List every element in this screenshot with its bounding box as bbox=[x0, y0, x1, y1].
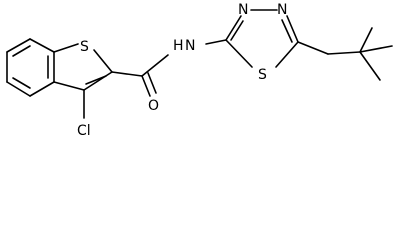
atom-label-s-thiadiazole: S bbox=[258, 67, 267, 83]
atom-label-h-amide: H bbox=[173, 38, 184, 54]
bond bbox=[53, 43, 79, 53]
thiophene-ring bbox=[53, 43, 113, 91]
bond bbox=[83, 71, 113, 91]
benzene-ring bbox=[6, 38, 55, 97]
bond-c-o-double bbox=[147, 72, 157, 94]
bond bbox=[286, 15, 299, 43]
bond bbox=[29, 81, 55, 97]
bond-c-o-double bbox=[141, 75, 151, 97]
double-bond-inner bbox=[85, 75, 107, 85]
atom-label-n4: N bbox=[277, 2, 287, 18]
bond bbox=[29, 38, 55, 53]
atom-label-n3: N bbox=[238, 2, 248, 18]
bond bbox=[53, 81, 85, 91]
thiadiazole-ring bbox=[225, 9, 299, 68]
structure-canvas: S Cl O N H N N S bbox=[6, 2, 393, 139]
bond bbox=[297, 41, 329, 55]
atom-label-o: O bbox=[148, 98, 159, 114]
double-bond-inner bbox=[281, 19, 293, 43]
bond bbox=[141, 54, 169, 77]
bond bbox=[111, 71, 143, 77]
chemical-structure-diagram: S Cl O N H N N S bbox=[6, 2, 393, 139]
bond bbox=[327, 51, 361, 55]
double-bond-inner bbox=[230, 20, 244, 41]
bond bbox=[6, 81, 31, 97]
bond bbox=[359, 51, 381, 81]
bond bbox=[225, 15, 242, 41]
bond bbox=[205, 39, 227, 45]
atom-label-s-thiophene: S bbox=[80, 39, 89, 55]
atom-label-cl: Cl bbox=[77, 123, 91, 139]
bond bbox=[225, 39, 253, 68]
bond bbox=[275, 41, 299, 68]
bond bbox=[359, 27, 373, 53]
atom-label-n-amide: N bbox=[185, 38, 195, 54]
carboxamide-group bbox=[111, 39, 227, 97]
bond bbox=[359, 45, 393, 53]
neopentyl-chain bbox=[297, 27, 393, 81]
double-bond-inner bbox=[12, 77, 31, 89]
double-bond-inner bbox=[12, 45, 31, 57]
bond bbox=[6, 38, 31, 53]
bond bbox=[93, 49, 113, 73]
